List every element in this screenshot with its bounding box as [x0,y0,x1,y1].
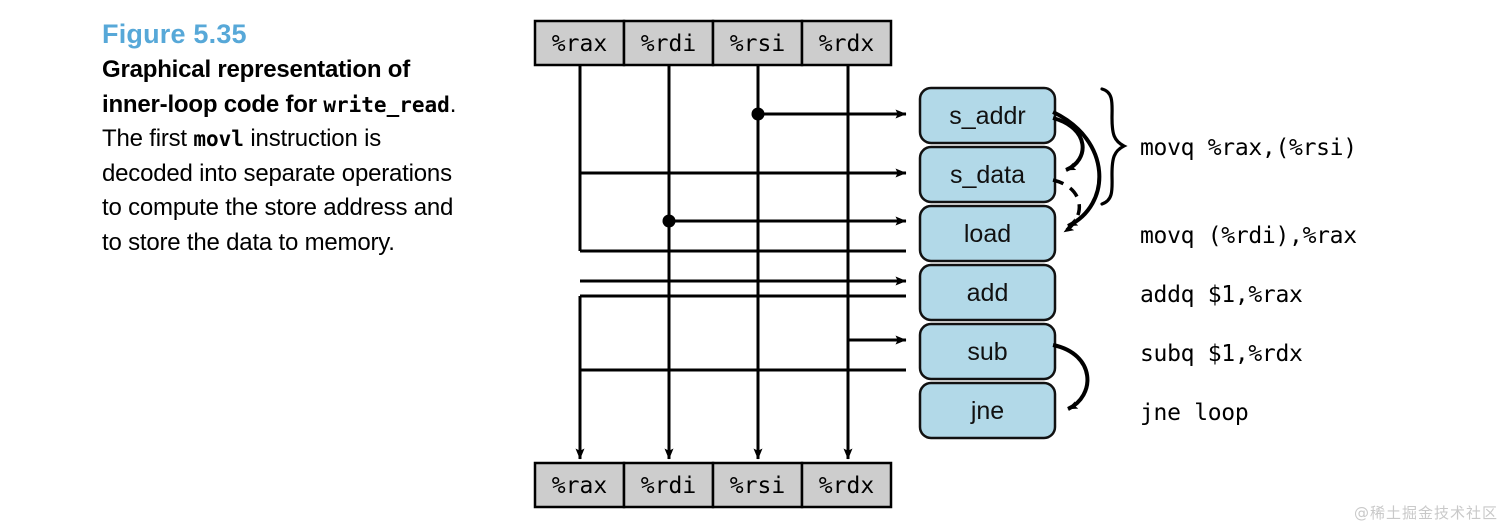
operation-label: add [967,279,1009,307]
caption-code-write-read: write_read [323,92,450,117]
operand-feed-arrows [580,107,907,345]
operation-box-s_addr[interactable]: s_addr [918,86,1057,145]
instruction-label-subq: subq $1,%rdx [1140,341,1303,367]
caption-line-4-pre: first [149,125,194,152]
figure-number: Figure 5.35 [102,19,247,49]
dep-arrow-s_addr-to-load [1052,110,1102,228]
caption-code-movl: movl [193,127,244,151]
bus-terminal-arrows [575,430,853,460]
register-label: %rdx [819,31,874,57]
operation-label: jne [970,397,1004,425]
operation-box-sub[interactable]: sub [918,322,1057,381]
instruction-label-addq: addq $1,%rax [1140,282,1303,308]
register-label: %rdx [819,473,874,499]
instruction-label-jne: jne loop [1140,400,1248,426]
register-label: %rdi [641,31,696,57]
register-label: %rdi [641,473,696,499]
register-box-rdx-top: %rdx [800,19,893,67]
dep-arrow-sub-to-jne [1052,343,1090,411]
instruction-brace [1100,87,1128,206]
register-label: %rax [552,31,607,57]
register-bus-lines [578,65,850,449]
instruction-labels: movq %rax,(%rsi) movq (%rdi),%rax addq $… [1140,135,1357,426]
register-label: %rsi [730,31,785,57]
operation-label: s_data [950,161,1025,189]
dep-arrow-s_data-to-load-dashed [1052,178,1081,234]
writeback-routing [580,249,906,372]
bus-tap-rdi-load [662,214,676,228]
watermark: @稀土掘金技术社区 [1353,504,1498,522]
register-box-rdi-top: %rdi [622,19,715,67]
bus-tap-rsi-s_addr [751,107,765,121]
register-box-rax-top: %rax [533,19,626,67]
operation-box-jne[interactable]: jne [918,381,1057,440]
operation-stack: s_addr s_data load add sub jne [918,86,1057,440]
register-box-rax-bottom: %rax [533,461,626,509]
operation-box-s_data[interactable]: s_data [918,145,1057,204]
curly-brace-icon [1100,87,1128,206]
caption-line-4-post: instruction is [243,125,382,152]
register-label: %rsi [730,473,785,499]
caption-line-3-pre: for [285,90,324,118]
caption-line-3-post: . The [102,90,457,153]
operation-label: sub [967,338,1007,366]
figure-caption: Figure 5.35 Graphical representation of … [102,17,472,260]
register-label: %rax [552,473,607,499]
instruction-label-movq-load: movq (%rdi),%rax [1140,223,1357,249]
caption-line-7: store address and to store [102,194,454,256]
caption-line-5: decoded into separate [102,159,336,187]
dependency-arrows [1052,110,1102,411]
register-bank-bottom: %rax %rdi %rsi %rdx [533,461,893,509]
instruction-label-movq-store: movq %rax,(%rsi) [1140,135,1357,161]
figure-caption-text: Graphical representation of inner-loop c… [102,53,472,260]
caption-line-8: the data to memory. [186,228,395,256]
operation-box-load[interactable]: load [918,204,1057,263]
register-box-rdi-bottom: %rdi [622,461,715,509]
register-box-rsi-bottom: %rsi [711,461,804,509]
register-bank-top: %rax %rdi %rsi %rdx [533,19,893,67]
operation-label: load [964,220,1011,248]
caption-line-6: operations to compute the [102,159,452,222]
operation-box-add[interactable]: add [918,263,1057,322]
register-box-rsi-top: %rsi [711,19,804,67]
caption-line-1: Graphical representation [102,56,382,83]
operation-label: s_addr [949,102,1025,130]
register-box-rdx-bottom: %rdx [800,461,893,509]
dep-arrow-s_addr-to-s_data [1052,116,1085,172]
caption-line-2: of inner-loop code [102,56,411,118]
